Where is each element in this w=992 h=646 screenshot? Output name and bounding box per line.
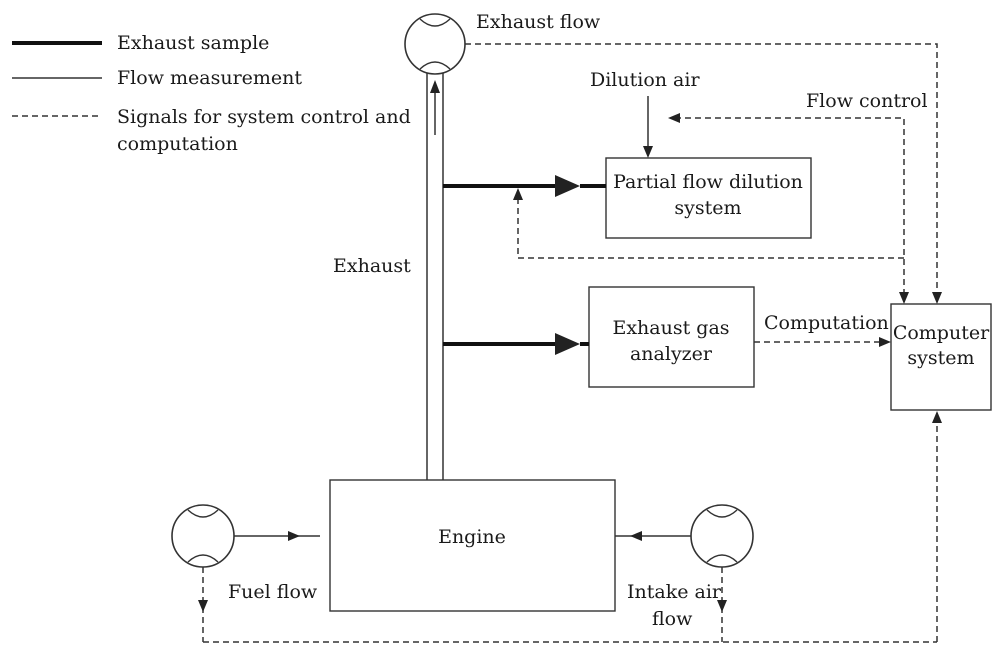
analyzer-title-line1: Exhaust gas xyxy=(612,317,729,339)
fuel-flow-signal-arrowhead xyxy=(198,600,208,612)
fuel-flow-label: Fuel flow xyxy=(228,581,318,603)
analyzer-title-line2: analyzer xyxy=(630,343,713,365)
fuel-flow-meter xyxy=(171,504,235,568)
partial-flow-dilution-box xyxy=(605,157,812,239)
computer-title-line1: Computer xyxy=(893,322,990,344)
intake-air-flow-meter xyxy=(690,504,754,568)
computation-arrowhead xyxy=(879,337,891,347)
intake-air-label-line2: flow xyxy=(652,608,693,630)
intake-air-arrowhead xyxy=(630,531,642,541)
computer-title-line2: system xyxy=(907,347,974,369)
exhaust-gas-analyzer-box xyxy=(588,286,755,388)
legend-flow-measurement: Flow measurement xyxy=(117,67,302,89)
legend-signals-line2: computation xyxy=(117,133,238,155)
computation-label: Computation xyxy=(764,312,889,334)
partial-flow-title-line1: Partial flow dilution xyxy=(613,171,803,193)
fuel-flow-arrowhead xyxy=(288,531,300,541)
sample-to-dilution-arrowhead xyxy=(555,175,580,197)
exhaust-label: Exhaust xyxy=(333,255,411,277)
dilution-feedback-signal xyxy=(517,198,904,259)
bus-to-computer-arrowhead xyxy=(932,411,942,423)
partial-flow-title-line2: system xyxy=(674,197,741,219)
dilution-air-label: Dilution air xyxy=(590,69,700,91)
dilution-feedback-arrowhead xyxy=(513,188,523,200)
flow-control-arrowhead xyxy=(668,113,680,123)
legend-signals-line1: Signals for system control and xyxy=(117,106,411,128)
legend: Exhaust sample Flow measurement Signals … xyxy=(12,32,411,155)
sample-to-analyzer-arrowhead xyxy=(555,333,580,355)
exhaust-flow-arrowhead xyxy=(430,80,440,93)
exhaust-flow-signal xyxy=(465,43,938,295)
intake-air-label-line1: Intake air xyxy=(627,581,722,603)
feedback-to-computer-arrowhead xyxy=(899,292,909,304)
exhaust-flow-meter xyxy=(404,13,466,75)
exhaust-flow-label: Exhaust flow xyxy=(476,11,601,33)
dilution-air-arrowhead xyxy=(643,146,653,158)
legend-exhaust-sample: Exhaust sample xyxy=(117,32,269,54)
flow-control-label: Flow control xyxy=(806,90,928,112)
computer-system-box xyxy=(890,303,992,411)
engine-box xyxy=(329,479,616,612)
intake-air-signal-arrowhead xyxy=(717,600,727,612)
exhaust-flow-signal-arrowhead xyxy=(932,292,942,304)
engine-label: Engine xyxy=(438,526,506,548)
